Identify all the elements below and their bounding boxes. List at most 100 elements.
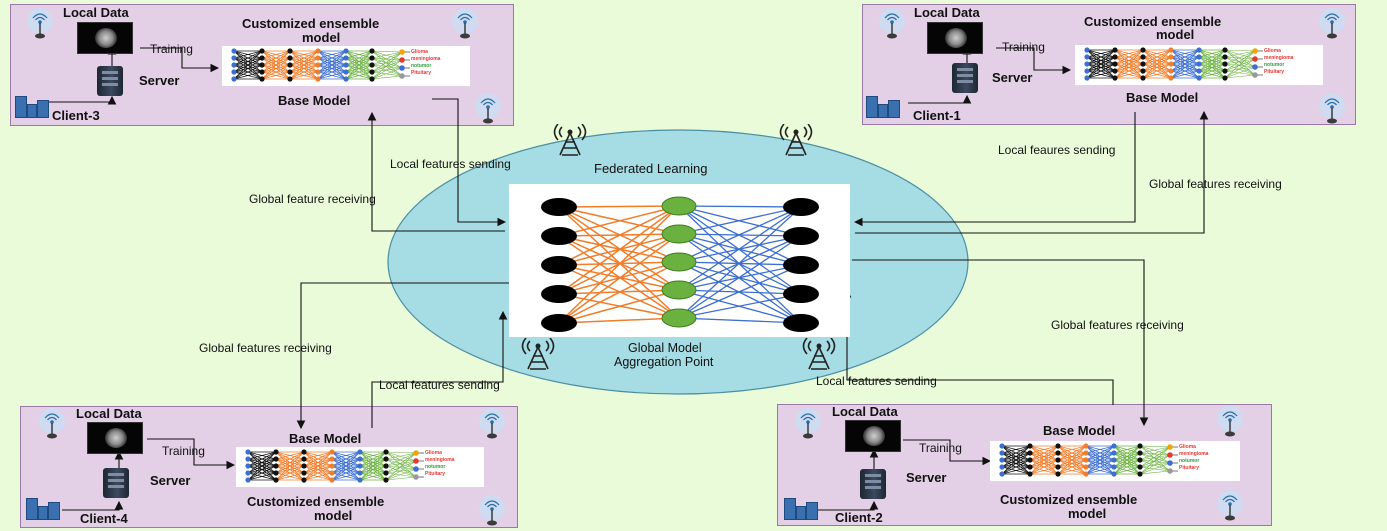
- nn-node: [357, 470, 363, 476]
- aggregation-label-line1: Global Model: [628, 341, 702, 355]
- nn-node: [301, 456, 307, 462]
- output-node: [783, 227, 819, 245]
- nn-node: [1084, 75, 1090, 81]
- client-4-label: Client-4: [80, 511, 128, 526]
- wifi-icon: [1319, 93, 1345, 124]
- mri-image: [87, 422, 143, 454]
- client-2-label: Client-2: [835, 510, 883, 525]
- local-data-label: Local Data: [63, 5, 129, 20]
- mri-image: [927, 22, 983, 54]
- nn-node: [287, 69, 293, 75]
- nn-node: [1083, 443, 1089, 449]
- nn-node: [301, 449, 307, 455]
- nn-node: [1222, 61, 1228, 67]
- nn-node: [273, 477, 279, 483]
- model-title-line2: model: [314, 508, 353, 523]
- nn-node: [1168, 61, 1174, 67]
- nn-node: [329, 463, 335, 469]
- output-node: [783, 256, 819, 274]
- input-node: [541, 256, 577, 274]
- nn-node: [245, 449, 251, 455]
- wifi-icon: [879, 8, 905, 39]
- nn-node: [369, 62, 375, 68]
- output-node: [1252, 48, 1258, 54]
- nn-node: [1168, 68, 1174, 74]
- nn-node: [301, 470, 307, 476]
- wifi-icon: [452, 8, 478, 39]
- hidden-node: [661, 308, 697, 328]
- nn-node: [259, 62, 265, 68]
- output-node: [413, 466, 419, 472]
- server-label: Server: [992, 70, 1033, 85]
- client-3-label: Client-3: [52, 108, 100, 123]
- nn-node: [1137, 464, 1143, 470]
- nn-node: [1027, 457, 1033, 463]
- nn-node: [1196, 54, 1202, 60]
- nn-node: [1112, 61, 1118, 67]
- server-label: Server: [139, 73, 180, 88]
- aggregation-label-line2: Aggregation Point: [614, 355, 714, 369]
- hidden-node: [661, 280, 697, 300]
- training-label: Training: [1002, 40, 1045, 54]
- nn-node: [1055, 464, 1061, 470]
- client-building-icon: [26, 498, 60, 520]
- nn-node: [369, 76, 375, 82]
- nn-node: [343, 62, 349, 68]
- nn-node: [1168, 75, 1174, 81]
- mri-image: [845, 420, 901, 452]
- output-node: [413, 474, 419, 480]
- nn-node: [999, 471, 1005, 477]
- server-icon: [103, 468, 129, 498]
- output-node: [399, 65, 405, 71]
- output-node: [399, 73, 405, 79]
- nn-node: [231, 69, 237, 75]
- server-icon: [97, 66, 123, 96]
- c2-receiving-label: Global features receiving: [1051, 318, 1184, 332]
- nn-node: [329, 456, 335, 462]
- nn-node: [383, 463, 389, 469]
- nn-node: [1055, 471, 1061, 477]
- nn-node: [383, 449, 389, 455]
- nn-node: [343, 76, 349, 82]
- nn-node: [1222, 47, 1228, 53]
- wifi-icon: [795, 408, 821, 439]
- nn-node: [1084, 68, 1090, 74]
- nn-node: [369, 55, 375, 61]
- nn-node: [999, 450, 1005, 456]
- client-building-icon: [784, 498, 818, 520]
- nn-node: [1222, 68, 1228, 74]
- nn-node: [357, 463, 363, 469]
- nn-node: [273, 470, 279, 476]
- output-node: [413, 450, 419, 456]
- nn-node: [1140, 47, 1146, 53]
- nn-node: [1111, 464, 1117, 470]
- nn-node: [315, 62, 321, 68]
- output-node: [783, 198, 819, 216]
- server-icon: [952, 63, 978, 93]
- c3-receiving-line: [367, 111, 505, 232]
- local-data-label: Local Data: [914, 5, 980, 20]
- client-1-label: Client-1: [913, 108, 961, 123]
- c2-receiving-line: [852, 259, 1149, 427]
- nn-node: [1027, 443, 1033, 449]
- nn-node: [1111, 457, 1117, 463]
- output-node: [1167, 452, 1173, 458]
- nn-node: [343, 55, 349, 61]
- nn-node: [1084, 47, 1090, 53]
- nn-node: [1083, 471, 1089, 477]
- nn-node: [1111, 471, 1117, 477]
- output-node: [783, 285, 819, 303]
- nn-node: [231, 55, 237, 61]
- wifi-icon: [479, 408, 505, 439]
- training-label: Training: [162, 444, 205, 458]
- c1-sending-label: Local feaures sending: [998, 143, 1116, 157]
- nn-node: [1112, 54, 1118, 60]
- nn-node: [999, 457, 1005, 463]
- nn-node: [329, 477, 335, 483]
- c1-sending-line: [853, 112, 1136, 227]
- client-building-icon: [866, 96, 900, 118]
- local-data-label: Local Data: [76, 406, 142, 421]
